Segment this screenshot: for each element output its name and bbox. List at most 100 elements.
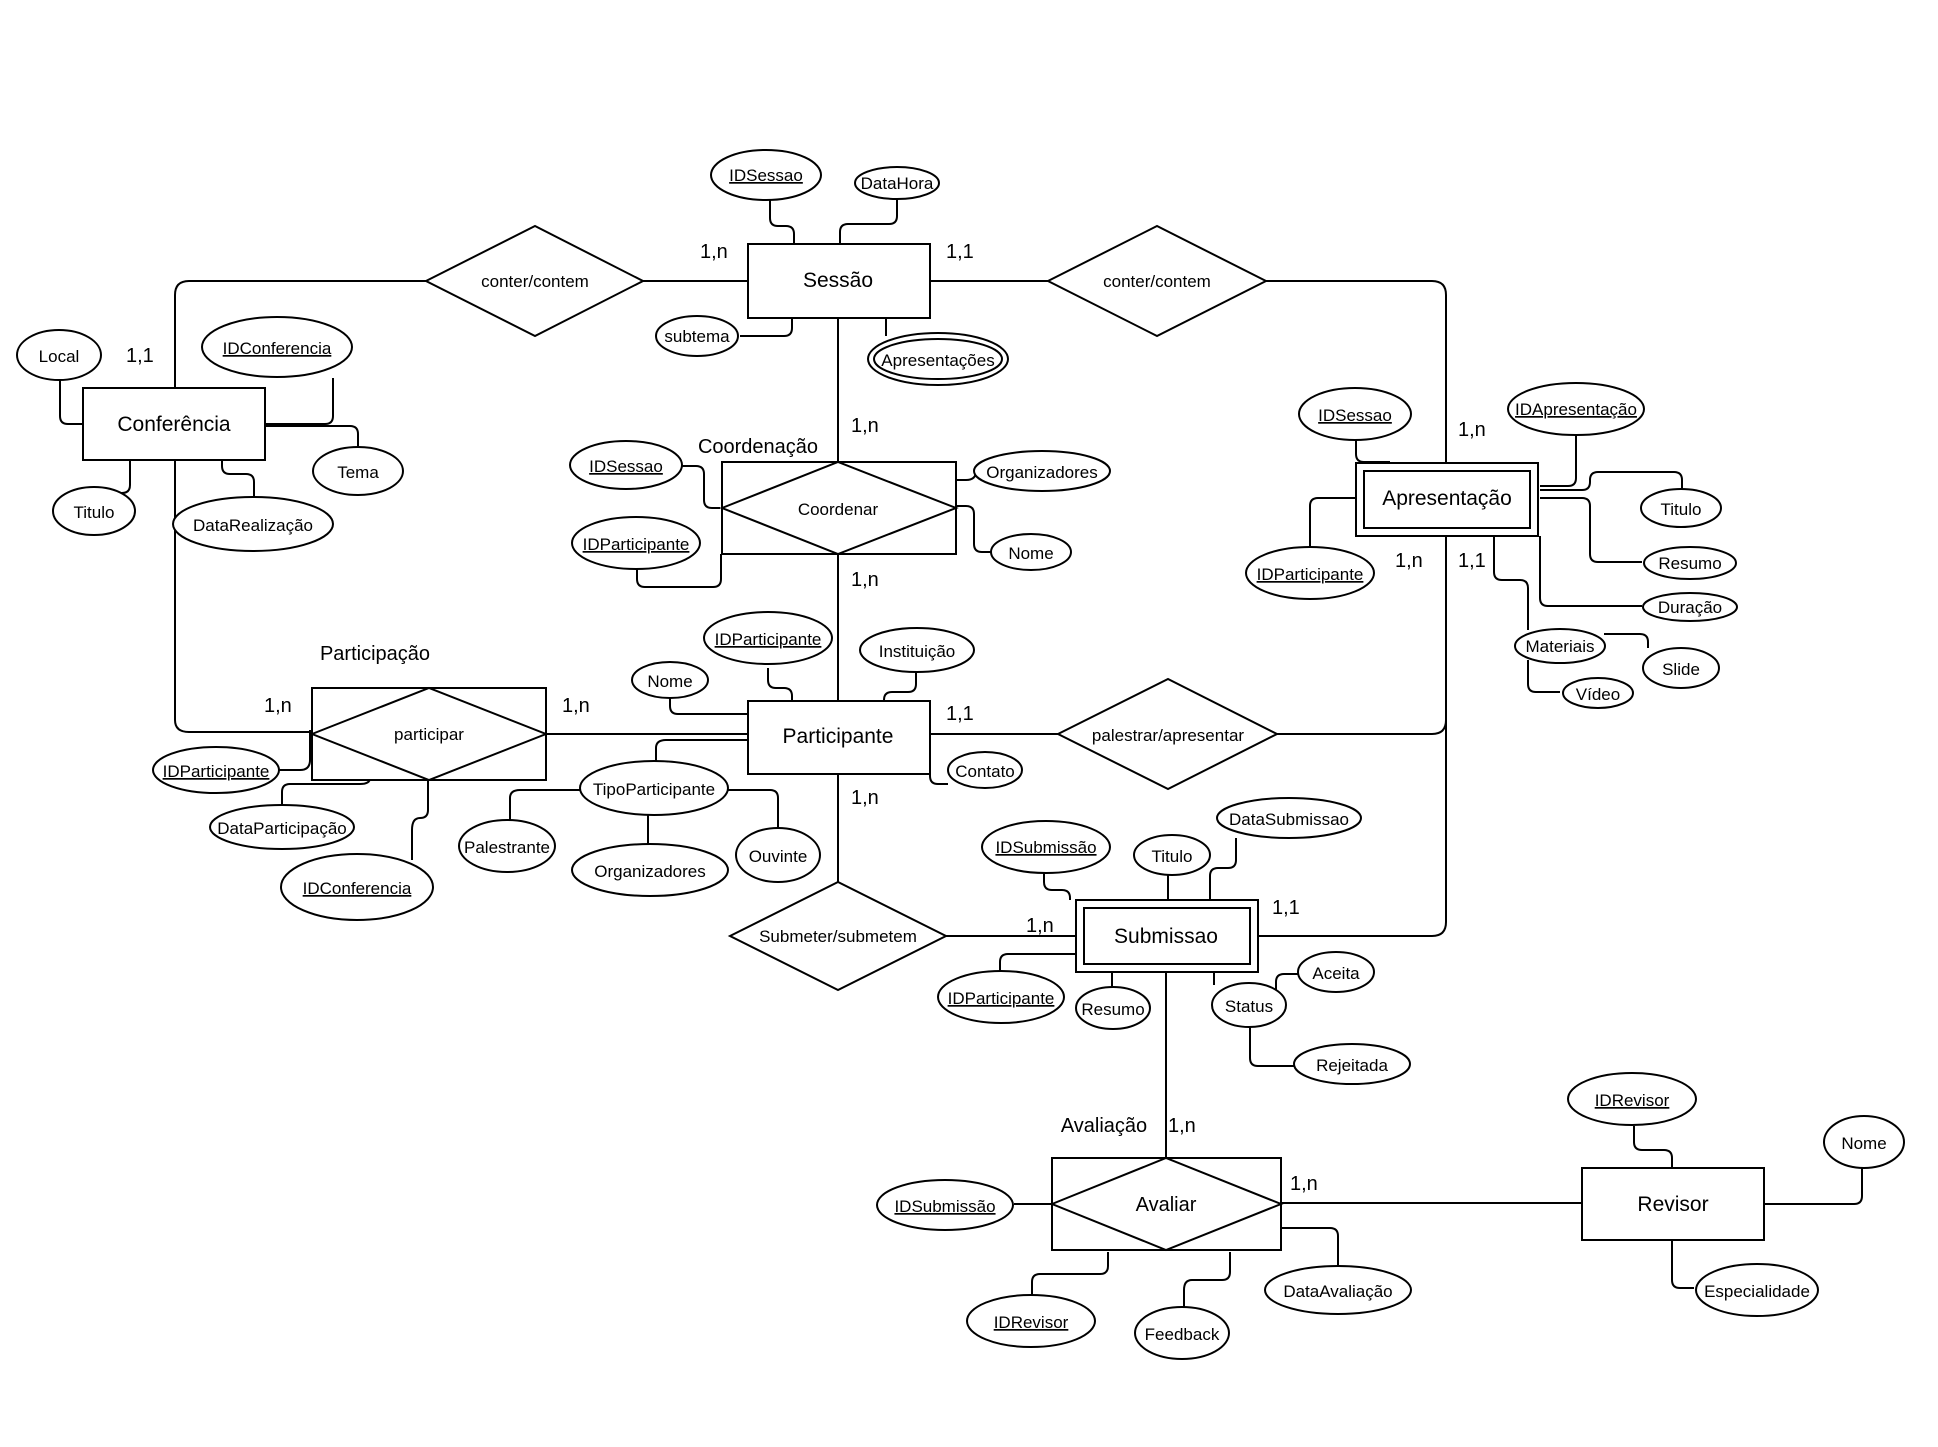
attr-conf-titulo[interactable]: Titulo [52,486,136,536]
attr-partic-idconferencia[interactable]: IDConferencia [280,853,434,921]
attr-tipo-organizadores[interactable]: Organizadores [571,843,729,897]
entity-apresentacao[interactable]: Apresentação [1355,462,1539,537]
attr-apres-idparticipante[interactable]: IDParticipante [1245,546,1375,600]
attr-tipo-ouvinte[interactable]: Ouvinte [735,827,821,883]
link-apres-materiais [1493,536,1529,630]
relationship-conter2-label: conter/contem [1103,272,1211,291]
link-sub-idsubmissao [1043,870,1071,900]
attr-coord-organizadores[interactable]: Organizadores [973,450,1111,492]
attr-apres-resumo[interactable]: Resumo [1643,546,1737,580]
link-sub-datasubmissao [1209,838,1237,900]
link-apres-resumo [1540,497,1642,563]
attr-apres-slide[interactable]: Slide [1642,647,1720,689]
attr-sessao-idsessao[interactable]: IDSessao [710,149,822,201]
attr-apres-video-label: Vídeo [1576,685,1620,704]
attr-conf-tema[interactable]: Tema [312,446,404,496]
attr-conf-idconferencia[interactable]: IDConferencia [201,316,353,378]
attr-sub-titulo[interactable]: Titulo [1133,834,1211,876]
attr-apres-slide-label: Slide [1662,660,1700,679]
attr-aval-idsubmissao[interactable]: IDSubmissão [876,1179,1014,1231]
attr-sub-resumo[interactable]: Resumo [1075,986,1151,1030]
relationship-participar[interactable]: participar [309,686,549,782]
attr-tipo-ouvinte-label: Ouvinte [749,847,808,866]
attr-status-rejeitada[interactable]: Rejeitada [1293,1043,1411,1085]
attr-partic-idparticipante[interactable]: IDParticipante [152,746,280,794]
link-apres-duracao [1539,536,1642,607]
attr-rev-idrevisor[interactable]: IDRevisor [1567,1072,1697,1126]
attr-sub-idparticipante[interactable]: IDParticipante [937,970,1065,1024]
link-conf-tema [265,425,359,446]
attr-aval-dataavaliacao[interactable]: DataAvaliação [1264,1265,1412,1315]
entity-submissao[interactable]: Submissao [1075,899,1259,973]
attr-apres-materiais[interactable]: Materiais [1514,628,1606,664]
attr-sessao-subtema[interactable]: subtema [655,315,739,357]
entity-conferencia[interactable]: Conferência [82,387,266,461]
attr-coord-idsessao[interactable]: IDSessao [569,440,683,490]
entity-revisor[interactable]: Revisor [1581,1167,1765,1241]
attr-conf-tema-label: Tema [337,463,379,482]
attr-part-nome[interactable]: Nome [631,661,709,699]
relationship-palestrar[interactable]: palestrar/apresentar [1055,677,1280,791]
label-avaliacao: Avaliação [1061,1115,1147,1137]
attr-part-contato[interactable]: Contato [947,751,1023,789]
attr-apres-idsessao[interactable]: IDSessao [1298,387,1412,441]
link-apres-idapresentacao [1540,435,1577,487]
attr-aval-feedback-label: Feedback [1145,1325,1220,1344]
attr-conf-local[interactable]: Local [16,329,102,381]
attr-apres-video[interactable]: Vídeo [1562,677,1634,709]
link-sessao-idsessao [769,196,795,244]
entity-sessao[interactable]: Sessão [747,243,931,319]
link-status-aceita [1275,973,1302,998]
relationship-coordenar[interactable]: Coordenar [719,460,959,556]
attr-conf-datarealizacao[interactable]: DataRealização [172,496,334,552]
attr-partic-dataparticipacao[interactable]: DataParticipação [209,804,355,850]
attr-status-aceita[interactable]: Aceita [1297,951,1375,993]
attr-sub-datasubmissao[interactable]: DataSubmissao [1216,797,1362,839]
entity-participante[interactable]: Participante [747,700,931,775]
card-sessao-conf: 1,n [700,241,728,263]
attr-apres-idparticipante-label: IDParticipante [1257,565,1364,584]
card-apres-part: 1,n [1395,550,1423,572]
card-part-palestrar: 1,1 [946,703,974,725]
attr-part-idparticipante[interactable]: IDParticipante [703,611,833,665]
attr-rev-nome[interactable]: Nome [1823,1115,1905,1169]
attr-rev-especialidade[interactable]: Especialidade [1695,1263,1819,1317]
link-sessao-subtema [740,318,793,337]
attr-part-tipoparticipante[interactable]: TipoParticipante [579,760,729,816]
card-conf-sessao: 1,1 [126,345,154,367]
attr-status-aceita-label: Aceita [1312,964,1360,983]
attr-coord-idsessao-label: IDSessao [589,457,663,476]
attr-aval-idrevisor[interactable]: IDRevisor [966,1294,1096,1348]
entity-revisor-label: Revisor [1637,1193,1708,1216]
relationship-palestrar-label: palestrar/apresentar [1092,726,1244,745]
attr-tipo-palestrante[interactable]: Palestrante [458,819,556,873]
attr-apres-duracao[interactable]: Duração [1642,592,1738,622]
card-sub-apres: 1,1 [1272,897,1300,919]
card-conf-partic: 1,n [264,695,292,717]
attr-apres-idapresentacao[interactable]: IDApresentação [1507,382,1645,436]
attr-part-contato-label: Contato [955,762,1015,781]
attr-apres-titulo[interactable]: Titulo [1640,488,1722,528]
card-rev-aval: 1,n [1290,1173,1318,1195]
attr-apres-resumo-label: Resumo [1658,554,1721,573]
relationship-avaliar[interactable]: Avaliar [1049,1156,1284,1252]
attr-sub-idsubmissao[interactable]: IDSubmissão [981,820,1111,874]
attr-part-instituicao[interactable]: Instituição [859,627,975,673]
attr-sessao-datahora[interactable]: DataHora [854,166,940,200]
attr-tipo-palestrante-label: Palestrante [464,838,550,857]
attr-apres-idapresentacao-label: IDApresentação [1515,400,1637,419]
relationship-submeter[interactable]: Submeter/submetem [727,880,949,992]
relationship-conter-sessao-apresentacao[interactable]: conter/contem [1045,224,1269,338]
attr-sessao-datahora-label: DataHora [861,174,934,193]
attr-coord-nome[interactable]: Nome [990,533,1072,571]
link-part-instituicao [883,668,917,701]
attr-sessao-apresentacoes[interactable]: Apresentações [867,332,1009,386]
relationship-conter-conferencia-sessao[interactable]: conter/contem [423,224,646,338]
attr-aval-feedback[interactable]: Feedback [1134,1306,1230,1360]
attr-sub-resumo-label: Resumo [1081,1000,1144,1019]
relationship-submeter-label: Submeter/submetem [759,927,917,946]
attr-sub-status[interactable]: Status [1211,982,1287,1028]
attr-conf-local-label: Local [39,347,80,366]
attr-coord-idparticipante[interactable]: IDParticipante [571,516,701,570]
link-rev-idrevisor [1633,1126,1673,1168]
